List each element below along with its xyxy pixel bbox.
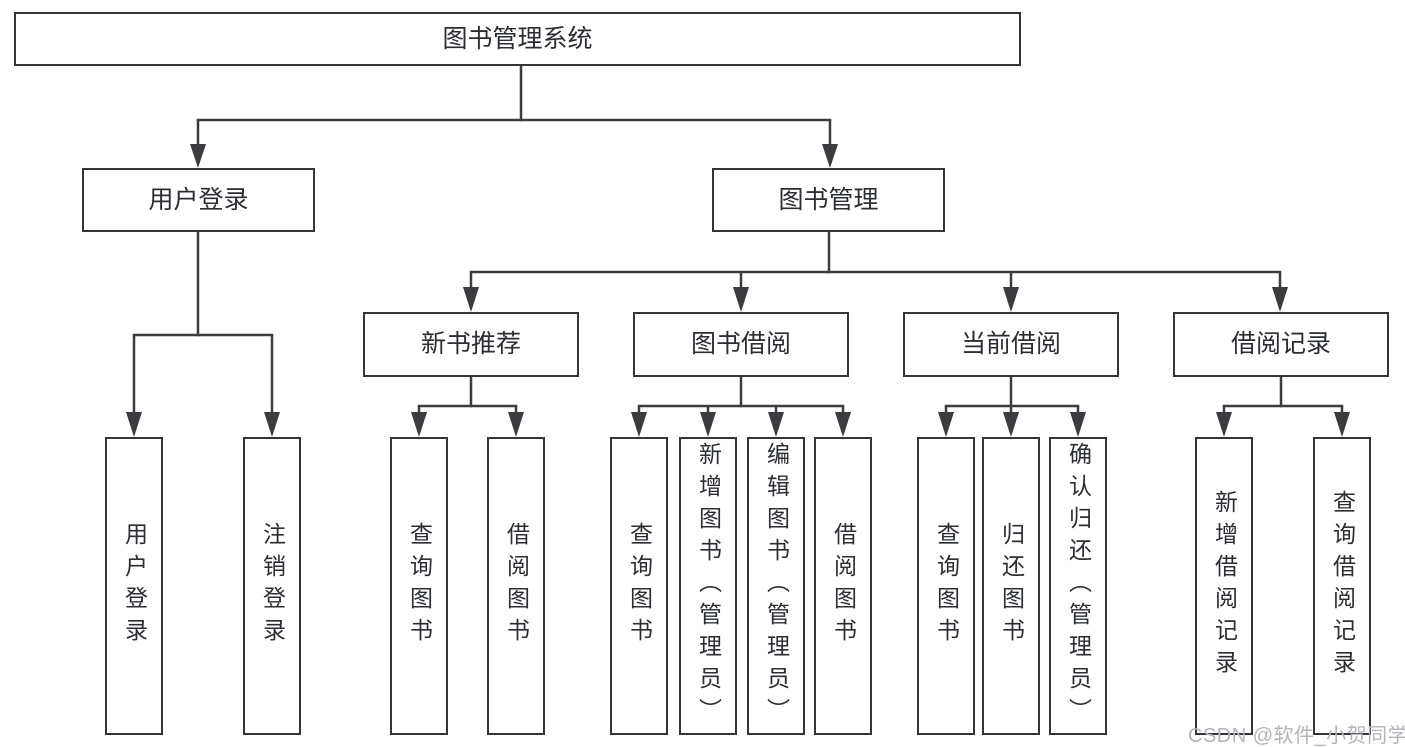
- node-book-borrow: 图书借阅: [633, 312, 849, 377]
- connector-current-borrow-children: [938, 377, 1086, 437]
- leaf-bb-borrow-books: 借阅图书: [814, 437, 872, 735]
- leaf-rec-query-books: 查询图书: [390, 437, 448, 735]
- connector-book-borrow-children: [631, 377, 851, 437]
- connector-root-to-branches: [190, 66, 838, 168]
- node-book-mgmt-branch: 图书管理: [712, 168, 945, 232]
- node-borrow-records: 借阅记录: [1173, 312, 1389, 377]
- node-user-login-branch: 用户登录: [82, 168, 315, 232]
- connector-book-mgmt-children: [463, 232, 1288, 312]
- leaf-cb-confirm-return-admin: 确认归还（管理员）: [1049, 437, 1107, 735]
- leaf-user-login: 用户登录: [105, 437, 163, 735]
- leaf-cb-return-books: 归还图书: [982, 437, 1040, 735]
- connector-user-login-children: [126, 232, 280, 437]
- leaf-rec-borrow-books: 借阅图书: [487, 437, 545, 735]
- leaf-bb-edit-books-admin: 编辑图书（管理员）: [747, 437, 805, 735]
- node-current-borrow: 当前借阅: [903, 312, 1119, 377]
- watermark: CSDN @软件_小贺同学: [1188, 725, 1405, 747]
- node-root-system: 图书管理系统: [14, 12, 1021, 66]
- leaf-bb-query-books: 查询图书: [610, 437, 668, 735]
- leaf-logout: 注销登录: [243, 437, 301, 735]
- connector-new-book-children: [411, 377, 524, 437]
- leaf-bb-add-books-admin: 新增图书（管理员）: [679, 437, 737, 735]
- node-new-book-rec: 新书推荐: [363, 312, 579, 377]
- leaf-br-query-record: 查询借阅记录: [1313, 437, 1371, 735]
- leaf-cb-query-books: 查询图书: [917, 437, 975, 735]
- leaf-br-add-record: 新增借阅记录: [1195, 437, 1253, 735]
- connector-borrow-records-children: [1216, 377, 1350, 437]
